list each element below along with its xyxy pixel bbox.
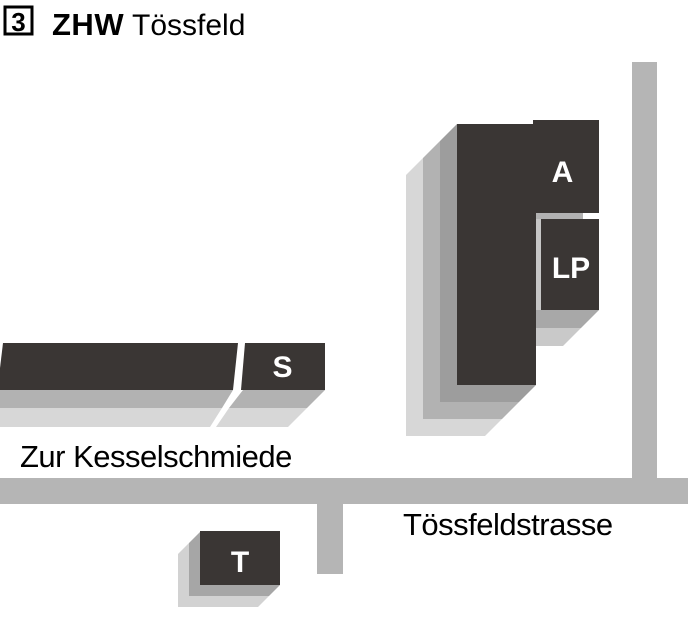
building-a-label: A xyxy=(552,156,574,189)
building-s-shadow-near xyxy=(229,390,325,408)
building-t-shadow-far xyxy=(178,543,269,607)
building-a-shadow-far xyxy=(406,158,502,436)
header-number-box xyxy=(3,5,34,36)
header-site-name: Tössfeld xyxy=(132,9,245,42)
header-org-abbreviation: ZHW xyxy=(52,7,124,42)
building-t xyxy=(200,531,280,585)
building-lp-label: LP xyxy=(552,252,590,285)
street-toessfeldstrasse-road xyxy=(0,478,688,504)
street-stub-road xyxy=(317,504,343,574)
building-lp xyxy=(541,219,599,310)
building-bar xyxy=(0,343,238,390)
building-a-shadow-near xyxy=(440,124,536,402)
header-number: 3 xyxy=(11,7,25,37)
building-bar-shadow-near xyxy=(0,390,233,408)
building-t-group: T xyxy=(178,531,280,607)
building-a-shadow-mid xyxy=(423,141,519,419)
building-s-label: S xyxy=(272,351,292,384)
street-names: Zur Kesselschmiede Tössfeldstrasse xyxy=(20,439,613,542)
street-name-zur-kesselschmiede: Zur Kesselschmiede xyxy=(20,439,292,474)
building-lp-shadow-near xyxy=(536,310,599,328)
building-a xyxy=(457,120,599,385)
building-s xyxy=(241,343,325,390)
building-s-shadow-far xyxy=(216,408,307,427)
street-name-toessfeldstrasse: Tössfeldstrasse xyxy=(403,507,613,542)
building-lp-shadow-far xyxy=(536,328,581,346)
building-s-row: S xyxy=(0,343,325,427)
street-vertical-road xyxy=(632,62,657,478)
building-t-shadow-near xyxy=(189,532,280,596)
building-bar-shadow-far xyxy=(0,408,222,427)
building-a-complex: A LP xyxy=(406,120,599,436)
building-lp-gap-top xyxy=(536,213,583,219)
building-t-label: T xyxy=(231,546,249,579)
building-lp-gap-left xyxy=(536,219,541,310)
streets xyxy=(0,62,688,574)
header: 3 ZHW Tössfeld xyxy=(3,5,245,42)
